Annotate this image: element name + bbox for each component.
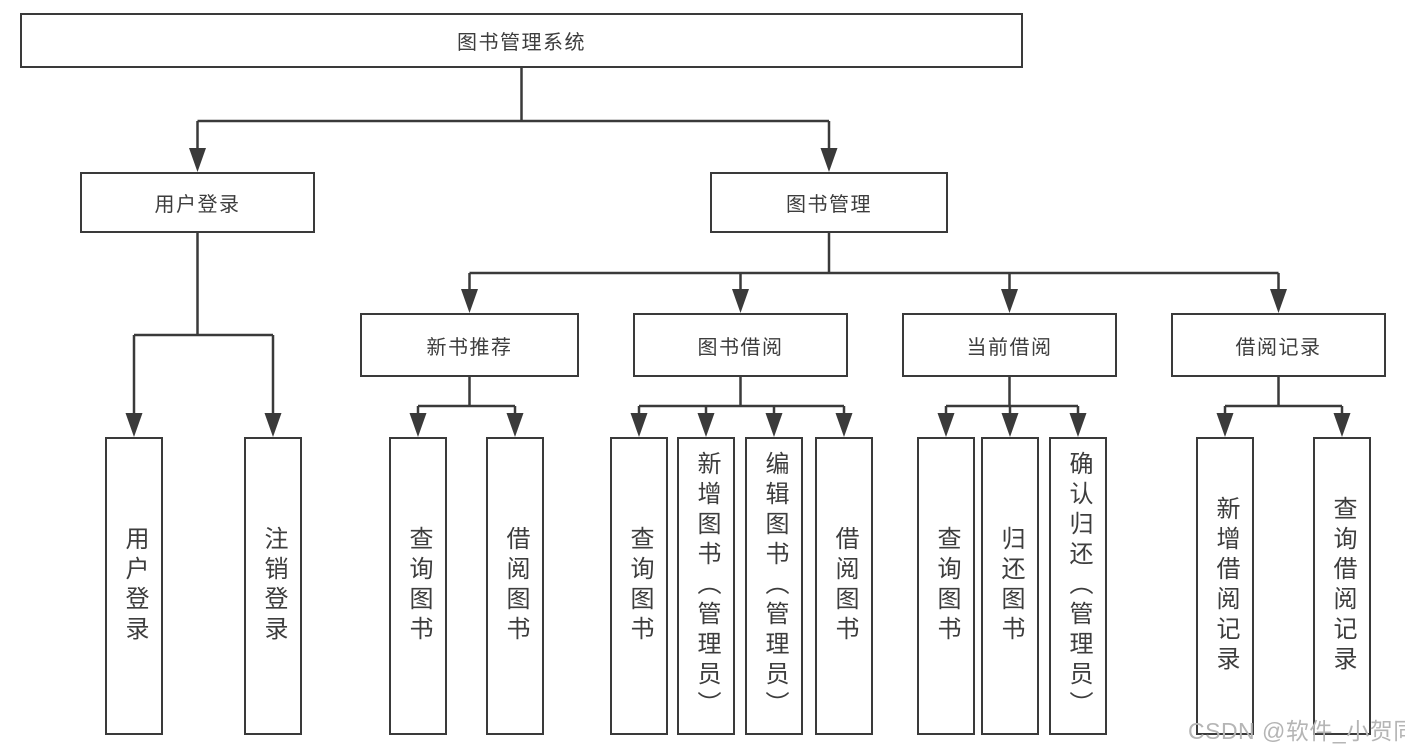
edge-book-management-to-level3 (461, 233, 1287, 313)
node-new-book-recommendation: 新书推荐 (360, 313, 579, 377)
node-query-books-borrow: 查询图书 (610, 437, 668, 735)
edge-borrow-records-to-leaves (1216, 377, 1351, 437)
node-borrow-books-leaf: 借阅图书 (815, 437, 873, 735)
node-query-borrow-record: 查询借阅记录 (1313, 437, 1371, 735)
node-user-login: 用户登录 (80, 172, 315, 233)
node-query-books-recommend: 查询图书 (389, 437, 447, 735)
edge-book-borrow-to-leaves (630, 377, 853, 437)
csdn-watermark: CSDN @软件_小贺同学 (1188, 718, 1405, 744)
node-add-book-admin: 新增图书（管理员） (677, 437, 735, 735)
node-edit-book-admin: 编辑图书（管理员） (745, 437, 803, 735)
node-query-books-current: 查询图书 (917, 437, 975, 735)
node-add-borrow-record: 新增借阅记录 (1196, 437, 1254, 735)
node-library-management-system: 图书管理系统 (20, 13, 1023, 68)
node-book-borrowing: 图书借阅 (633, 313, 848, 377)
node-confirm-return-admin: 确认归还（管理员） (1049, 437, 1107, 735)
node-current-borrowing: 当前借阅 (902, 313, 1117, 377)
node-logout-leaf: 注销登录 (244, 437, 302, 735)
node-borrow-books-recommend: 借阅图书 (486, 437, 544, 735)
node-borrowing-records: 借阅记录 (1171, 313, 1386, 377)
node-return-books: 归还图书 (981, 437, 1039, 735)
edge-new-books-to-leaves (409, 377, 524, 437)
edge-current-borrow-to-leaves (937, 377, 1087, 437)
node-book-management: 图书管理 (710, 172, 948, 233)
edge-root-to-level2 (189, 68, 838, 172)
edge-user-login-to-leaves (125, 233, 282, 437)
node-user-login-leaf: 用户登录 (105, 437, 163, 735)
